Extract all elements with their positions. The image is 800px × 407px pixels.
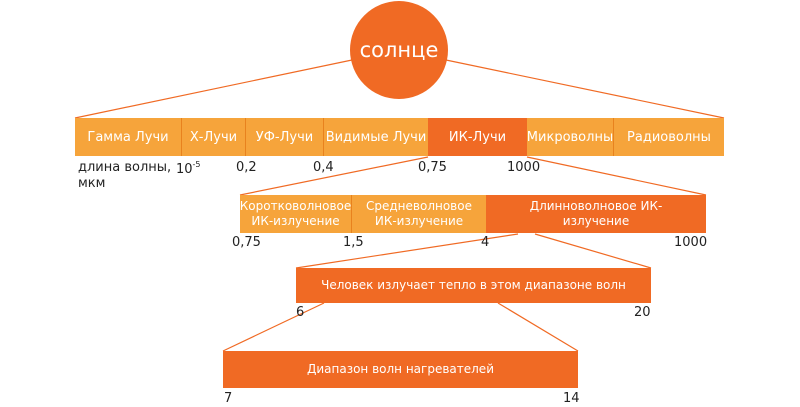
ir-tick: 4 [481,235,490,250]
ir-tick: 1,5 [343,235,364,250]
spectrum-tick: 1000 [507,160,541,175]
spectrum-visible: Видимые Лучи [323,118,428,156]
ir-short-wave: Коротковолновое ИК-излучение [240,195,351,233]
spectrum-uv: УФ-Лучи [245,118,323,156]
spectrum-tick: 0,4 [313,160,334,175]
human-tick: 6 [296,305,305,320]
ir-medium-wave: Средневолновое ИК-излучение [351,195,486,233]
ir-long-wave: Длинноволновое ИК-излучение [486,195,706,233]
ir-connector-right [526,156,707,196]
spectrum-microwave: Микроволны [527,118,613,156]
spectrum-xray: Х-Лучи [181,118,245,156]
spectrum-tick: 0,2 [236,160,257,175]
ir-connector-left [239,156,429,196]
heaters-connector-left [222,302,325,352]
spectrum-tick-1e-5: 10-5 [176,160,201,177]
sun-connector-right [445,59,725,119]
sun-connector-left [74,59,353,119]
heaters-connector-right [497,302,579,352]
spectrum-tick: 0,75 [418,160,447,175]
spectrum-ir: ИК-Лучи [428,118,527,156]
human-connector-right [534,233,652,269]
sun-label: солнце [359,38,439,62]
heaters-tick: 7 [224,391,233,406]
sun-circle: солнце [350,1,448,99]
ir-tick: 0,75 [232,235,261,250]
human-connector-left [295,233,519,269]
heaters-tick: 14 [563,391,580,406]
spectrum-radio: Радиоволны [613,118,724,156]
human-range-bar: Человек излучает тепло в этом диапазоне … [296,268,651,303]
ir-tick: 1000 [674,235,708,250]
heaters-range-bar: Диапазон волн нагревателей [223,351,578,388]
spectrum-gamma: Гамма Лучи [75,118,181,156]
human-tick: 20 [634,305,651,320]
wavelength-axis-label: длина волны, мкм [78,160,172,191]
